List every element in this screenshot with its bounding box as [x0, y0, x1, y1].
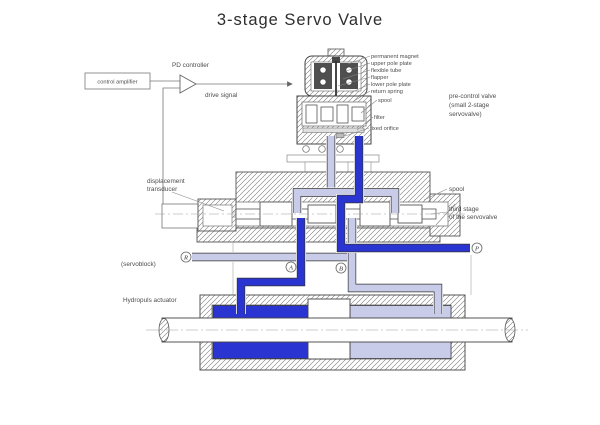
- coil-block-left: [314, 63, 332, 89]
- transducer-mount: [161, 203, 199, 229]
- port-p-circle: [471, 242, 483, 254]
- control-loop: control amplifier PD controller drive si…: [84, 62, 293, 221]
- leader-line: [347, 55, 371, 65]
- fixed-orifice-element: [335, 133, 345, 138]
- port-a-label: A: [288, 265, 293, 272]
- port-markers: R A B P: [180, 242, 483, 274]
- servoblock-label: (servoblock): [121, 261, 156, 268]
- part-label-pilot-spool: spool: [378, 98, 392, 104]
- filter-element: [302, 127, 365, 133]
- leader-line: [353, 90, 371, 102]
- leader-line: [349, 83, 371, 94]
- summing-amplifier-icon: [179, 74, 197, 94]
- pilot-spool-land: [351, 106, 365, 122]
- spool-label: spool: [449, 186, 464, 193]
- leader-line: [171, 191, 225, 212]
- pilot-port: [318, 145, 326, 153]
- port-a-circle: [285, 261, 297, 273]
- pre-control-valve-note-line3: servovalve): [449, 111, 482, 118]
- part-label-upper-pole-plate: upper pole plate: [371, 61, 412, 67]
- displacement-transducer-label-line1: displacement: [147, 178, 185, 185]
- part-label-permanent-magnet: permanent magnet: [371, 54, 419, 60]
- part-label-flexible-tube: flexible tube: [371, 68, 401, 74]
- leader-line: [337, 76, 371, 87]
- drive-signal-label: drive signal: [205, 92, 237, 99]
- port-b-label: B: [339, 266, 343, 273]
- third-stage-label-line1: third stage: [449, 206, 479, 213]
- part-label-return-spring: return spring: [371, 89, 403, 95]
- leader-line: [342, 69, 371, 80]
- port-r-label: R: [183, 255, 188, 262]
- third-stage-labels: displacement transducer spool third stag…: [121, 178, 498, 304]
- page-title: 3-stage Servo Valve: [217, 11, 383, 29]
- pd-controller-label: PD controller: [172, 62, 210, 69]
- leader-line: [356, 116, 374, 131]
- leader-line: [345, 62, 371, 72]
- control-amplifier-label: control amplifier: [97, 80, 137, 86]
- pilot-spool-land: [320, 106, 334, 122]
- transducer-core: [202, 204, 233, 227]
- part-label-fixed-orifice: fixed orifice: [370, 126, 399, 132]
- part-label-filter: filter: [374, 115, 385, 121]
- pre-control-valve-note-line2: (small 2-stage: [449, 102, 490, 109]
- pole-detail: [319, 66, 327, 74]
- flapper-pivot: [332, 57, 340, 63]
- leader-line: [430, 211, 448, 215]
- pressure-supply-pipe: [337, 136, 470, 252]
- end-cap-detail: [435, 203, 456, 226]
- feedback-wire: [162, 87, 197, 221]
- displacement-transducer-label-line2: transducer: [147, 186, 178, 193]
- pilot-spool-land: [305, 104, 318, 124]
- third-stage-label-line2: of the servovalve: [449, 214, 498, 221]
- port-p-label: P: [474, 246, 479, 253]
- piston-rod: [146, 317, 528, 343]
- pressure-lines: [236, 136, 470, 314]
- third-stage-valve: [155, 171, 465, 243]
- leader-line: [344, 127, 370, 137]
- coil-block-right: [340, 63, 358, 89]
- pilot-port: [336, 145, 344, 153]
- leader-line: [423, 188, 448, 201]
- pre-valve-part-labels: permanent magnet upper pole plate flexib…: [337, 54, 497, 137]
- pole-detail: [319, 78, 327, 86]
- part-label-flapper: flapper: [371, 75, 388, 81]
- leader-line: [360, 99, 378, 114]
- pilot-spool-land: [336, 104, 349, 124]
- port-b-circle: [335, 262, 347, 274]
- return-gallery-pipe: [293, 189, 399, 213]
- chamber-a-pipe: [237, 218, 305, 314]
- standoff: [304, 161, 329, 173]
- pre-control-valve-note-line1: pre-control valve: [449, 93, 497, 100]
- pilot-port: [302, 145, 310, 153]
- port-r-circle: [180, 251, 192, 263]
- part-label-lower-pole-plate: lower pole plate: [371, 82, 411, 88]
- hydropuls-actuator-label: Hydropuls actuator: [123, 297, 178, 304]
